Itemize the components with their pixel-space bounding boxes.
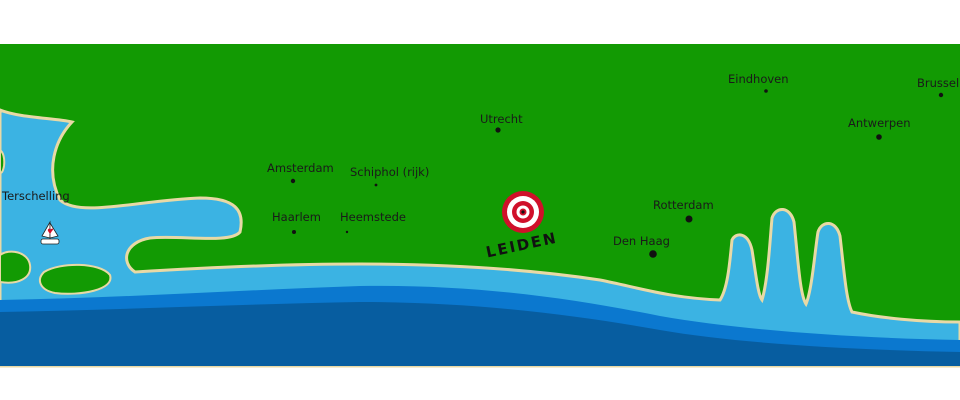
city-dot: [495, 127, 501, 133]
city-label: Antwerpen: [848, 116, 911, 130]
city-dot: [292, 230, 296, 234]
city-brussel[interactable]: Brussel: [917, 76, 959, 98]
city-utrecht[interactable]: Utrecht: [480, 112, 523, 133]
city-antwerpen[interactable]: Antwerpen: [848, 116, 911, 140]
city-dot: [685, 215, 693, 223]
city-dot: [649, 250, 657, 258]
city-label: Utrecht: [480, 112, 523, 126]
deep-water: [0, 302, 960, 366]
city-haarlem[interactable]: Haarlem: [272, 210, 321, 234]
city-eindhoven[interactable]: Eindhoven: [728, 72, 789, 93]
city-terschelling[interactable]: Terschelling: [1, 189, 70, 203]
bullseye-target-icon[interactable]: [502, 191, 544, 233]
city-heemstede[interactable]: Heemstede: [340, 210, 406, 234]
city-amsterdam[interactable]: Amsterdam: [267, 161, 334, 184]
city-schiphol[interactable]: Schiphol (rijk): [350, 165, 429, 187]
city-dot: [764, 89, 768, 93]
city-dot: [374, 183, 378, 187]
city-label: Rotterdam: [653, 198, 714, 212]
city-label: Amsterdam: [267, 161, 334, 175]
city-label: Den Haag: [613, 234, 670, 248]
city-label: Terschelling: [1, 189, 70, 203]
city-label: Eindhoven: [728, 72, 789, 86]
island: [39, 263, 112, 295]
city-dot: [876, 134, 882, 140]
city-dot: [938, 92, 944, 98]
city-rotterdam[interactable]: Rotterdam: [653, 198, 714, 223]
city-label: Haarlem: [272, 210, 321, 224]
city-dot: [290, 178, 296, 184]
city-label: Schiphol (rijk): [350, 165, 429, 179]
city-label: Brussel: [917, 76, 959, 90]
city-label: Heemstede: [340, 210, 406, 224]
island: [0, 250, 32, 284]
sailboat-icon[interactable]: [40, 220, 60, 245]
island: [0, 148, 6, 174]
city-den-haag[interactable]: Den Haag: [613, 234, 670, 258]
city-dot: [345, 230, 349, 234]
